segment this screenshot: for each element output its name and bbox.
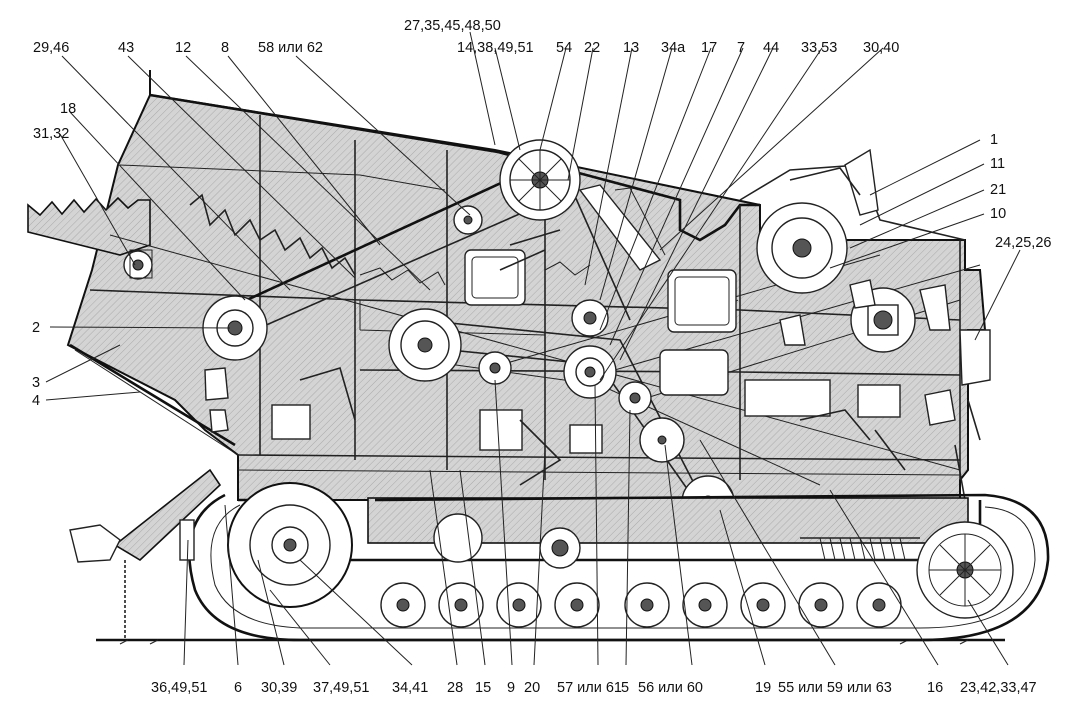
drive-sprocket [227, 482, 353, 608]
label-right-4: 10 [990, 206, 1006, 222]
pulley-left-top [123, 250, 153, 280]
pulley-left [202, 295, 268, 361]
label-right-1: 1 [990, 132, 998, 148]
label-bottom-12: 56 или 60 [638, 680, 703, 696]
callout-labels: 29,46 43 12 8 58 или 62 27,35,45,48,50 1… [32, 18, 1051, 696]
label-bottom-16: 23,42,33,47 [960, 680, 1037, 696]
label-right-2: 11 [990, 156, 1005, 172]
label-top-16: 30,40 [863, 40, 899, 56]
label-left-2: 31,32 [33, 126, 69, 142]
label-top-11: 34а [661, 40, 686, 56]
label-bottom-2: 6 [234, 680, 242, 696]
idler-wheel [916, 521, 1014, 619]
label-bottom-11: 5 [621, 680, 629, 696]
label-bottom-7: 15 [475, 680, 491, 696]
label-bottom-6: 28 [447, 680, 463, 696]
pulley-small-c [618, 381, 652, 415]
label-top-15: 33,53 [801, 40, 837, 56]
label-bottom-10: 57 или 61 [557, 680, 622, 696]
label-top-1: 29,46 [33, 40, 69, 56]
label-top-14: 44 [763, 40, 779, 56]
label-top-9: 22 [584, 40, 600, 56]
label-top-13: 7 [737, 40, 745, 56]
pulley-right-large [756, 202, 848, 294]
label-bottom-13: 19 [755, 680, 771, 696]
road-wheels [380, 582, 902, 628]
leader-lines [45, 31, 1021, 666]
label-top-7: 14,38,49,51 [457, 40, 534, 56]
label-left-3: 2 [32, 320, 40, 336]
label-bottom-14: 55 или 59 или 63 [778, 680, 892, 696]
label-top-8: 54 [556, 40, 572, 56]
pulley-top-main [499, 139, 581, 221]
pulley-small-b [571, 299, 609, 337]
label-top-6: 27,35,45,48,50 [404, 18, 501, 34]
label-bottom-15: 16 [927, 680, 943, 696]
label-left-1: 18 [60, 101, 76, 117]
label-top-2: 43 [118, 40, 134, 56]
label-bottom-9: 20 [524, 680, 540, 696]
pulley-small-a [478, 351, 512, 385]
label-right-5: 24,25,26 [995, 235, 1051, 251]
label-top-10: 13 [623, 40, 639, 56]
label-bottom-5: 34,41 [392, 680, 428, 696]
gauge [639, 417, 685, 463]
label-top-12: 17 [701, 40, 717, 56]
label-bottom-3: 30,39 [261, 680, 297, 696]
label-top-4: 8 [221, 40, 229, 56]
label-right-3: 21 [990, 182, 1006, 198]
label-bottom-8: 9 [507, 680, 515, 696]
crawler-track [187, 493, 1050, 642]
label-bottom-4: 37,49,51 [313, 680, 369, 696]
pulley-small-d [453, 205, 483, 235]
drawbar-hitch [69, 468, 222, 640]
label-left-5: 4 [32, 393, 40, 409]
label-bottom-1: 36,49,51 [151, 680, 207, 696]
label-top-3: 12 [175, 40, 191, 56]
label-left-4: 3 [32, 375, 40, 391]
pulley-center-right [563, 345, 617, 399]
label-top-5: 58 или 62 [258, 40, 323, 56]
pulley-center [388, 308, 462, 382]
